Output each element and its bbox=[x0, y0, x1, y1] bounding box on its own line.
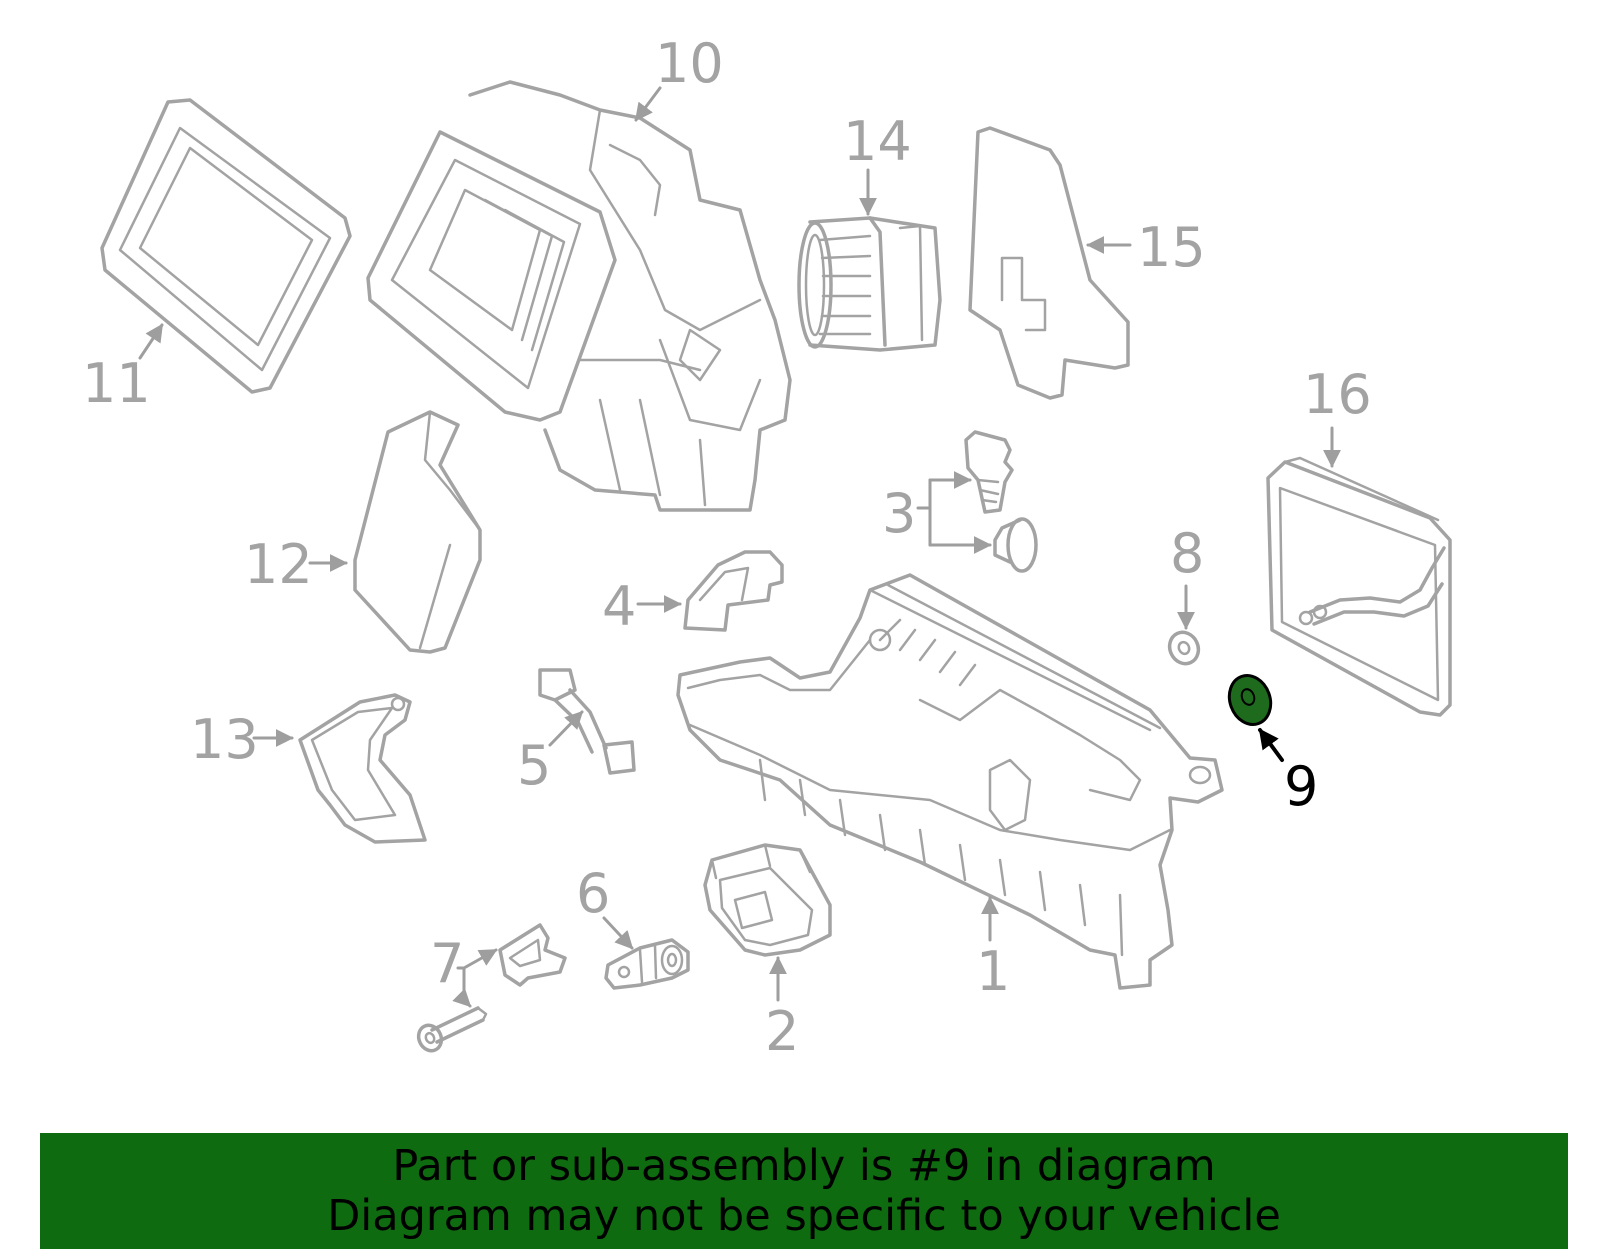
callout-4: 4 bbox=[602, 575, 636, 638]
callout-14: 14 bbox=[843, 110, 912, 173]
part-12-filter-cover bbox=[353, 410, 482, 654]
part-2-resistor bbox=[703, 843, 832, 957]
callout-11: 11 bbox=[82, 352, 151, 415]
part-7-bracket-bolt bbox=[416, 923, 567, 1053]
part-9-seal-highlighted bbox=[1227, 674, 1273, 726]
part-5-harness bbox=[538, 668, 636, 775]
callout-labels: 10 11 14 15 16 12 3 8 4 5 13 1 2 6 7 9 bbox=[82, 32, 1372, 1063]
part-11-filter-frame bbox=[100, 98, 352, 394]
part-15-insulation bbox=[968, 126, 1130, 400]
callout-9-highlighted: 9 bbox=[1284, 755, 1318, 818]
leader-lines bbox=[138, 86, 1341, 1008]
parts-diagram: 10 11 14 15 16 12 3 8 4 5 13 1 2 6 7 9 bbox=[82, 32, 1452, 1063]
part-4-bracket bbox=[683, 550, 784, 632]
callout-16: 16 bbox=[1303, 363, 1372, 426]
banner-line-part-number: Part or sub-assembly is #9 in diagram bbox=[392, 1141, 1216, 1191]
callout-5: 5 bbox=[517, 734, 551, 797]
part-13-bracket bbox=[298, 693, 427, 844]
banner-line-disclaimer: Diagram may not be specific to your vehi… bbox=[327, 1191, 1281, 1241]
callout-10: 10 bbox=[655, 32, 724, 95]
part-6-sensor bbox=[604, 938, 690, 990]
part-14-blower-motor bbox=[797, 216, 942, 352]
callout-2: 2 bbox=[765, 1000, 799, 1063]
callout-8: 8 bbox=[1170, 522, 1204, 585]
part-10-blower-housing bbox=[366, 80, 792, 512]
callout-1: 1 bbox=[976, 940, 1010, 1003]
part-1-lower-case bbox=[676, 573, 1224, 990]
callout-12: 12 bbox=[244, 533, 313, 596]
part-16-evaporator bbox=[1266, 456, 1452, 717]
callout-3: 3 bbox=[882, 482, 916, 545]
callout-13: 13 bbox=[190, 708, 259, 771]
part-3-clip bbox=[964, 430, 1038, 573]
callout-15: 15 bbox=[1137, 216, 1206, 279]
callout-6: 6 bbox=[576, 862, 610, 925]
part-8-washer bbox=[1167, 630, 1201, 666]
callout-7: 7 bbox=[430, 932, 464, 995]
info-banner: Part or sub-assembly is #9 in diagram Di… bbox=[40, 1133, 1568, 1249]
